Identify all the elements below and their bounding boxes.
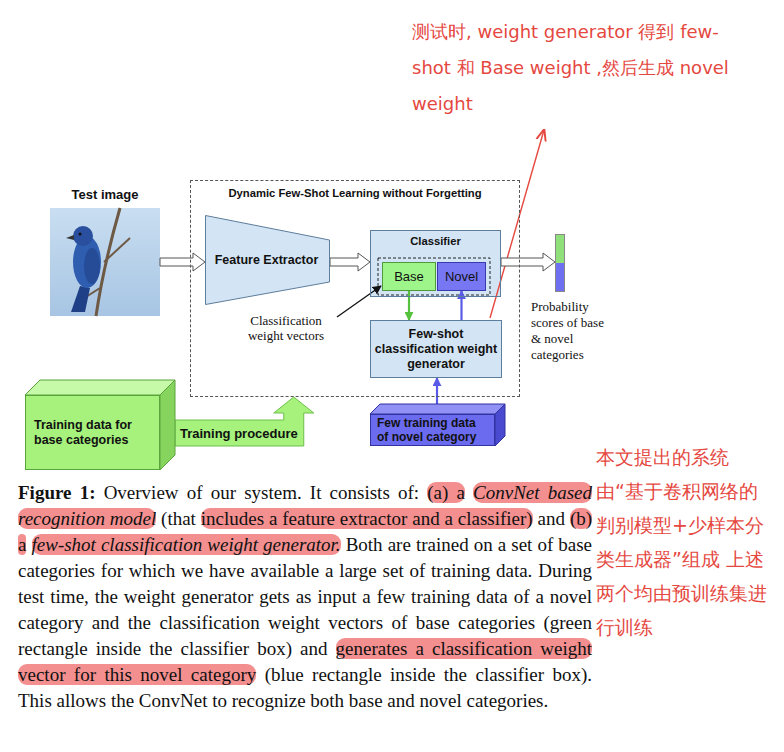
box-label: Training data for base categories [26,418,159,448]
test-image [50,208,160,316]
box-label: Few training data of novel category [371,416,494,444]
classifier-fill [370,230,501,297]
data-cube: Training data for base categories [25,395,160,470]
edge-label: Training procedure [180,426,298,441]
annotation-leader [490,130,544,318]
flow-arrow [436,378,438,404]
callout-label: Classification weight vectors [238,313,334,343]
highlight: (a) a [427,482,465,503]
caption-run: Overview of our system. It consists of: [104,482,419,503]
box-label: Few-shot classification weight generator [371,327,501,372]
weight-vector-group [378,258,490,295]
bird-beak [66,235,74,240]
novel-weights: Novel [437,262,486,291]
bird-wing [84,248,100,284]
handwritten-note: 测试时, weight generator 得到 few-shot 和 Base… [412,14,742,122]
feature-extractor: Feature Extractor [205,215,330,305]
bird-eye [79,233,82,236]
classifier-box: ClassifierBase Novel [370,230,501,297]
hollow-arrow [330,253,370,271]
hollow-arrow [501,253,555,271]
hollow-arrow [160,253,205,271]
cube-side [160,380,175,470]
caption-run: Figure 1: [18,482,95,503]
bird-tail [71,286,90,312]
weight-generator: Few-shot classification weight generator [370,320,502,378]
box-label: Feature Extractor [211,253,325,267]
trapezoid [206,216,330,305]
highlight: includes a feature extractor and a class… [201,508,533,529]
handwritten-note: 本文提出的系统由“基于卷积网络的判别模型+少样本分类生成器”组成 上述两个均由预… [596,440,776,644]
boundary-title: Dynamic Few-Shot Learning without Forget… [191,181,519,199]
cube-top [25,380,175,395]
box-label: Novel [445,269,478,284]
training-arrow [175,397,314,446]
twig [104,238,130,262]
base-weights: Base [382,262,436,291]
image-heading: Test image [30,187,180,202]
image-frame: Test image [50,208,160,316]
bar-label: Probability scores of base & novel categ… [531,299,615,363]
highlight: few-shot classification weight generator… [32,534,341,555]
probability-bar: Probability scores of base & novel categ… [555,234,565,292]
leader-arrow [337,286,381,317]
box-label: Base [394,269,424,284]
cube-top [370,404,505,414]
bird-head [73,226,93,246]
caption-run: (that [161,508,196,529]
caption-run: and [538,508,565,529]
figure-caption: Figure 1: Overview of our system. It con… [18,480,592,714]
flow-arrow [408,291,410,320]
system-boundary: Dynamic Few-Shot Learning without Forget… [190,180,520,397]
box-title: Classifier [371,231,500,247]
cube-side [495,404,505,446]
data-cube: Few training data of novel category [370,414,495,446]
flow-arrow [460,291,462,320]
